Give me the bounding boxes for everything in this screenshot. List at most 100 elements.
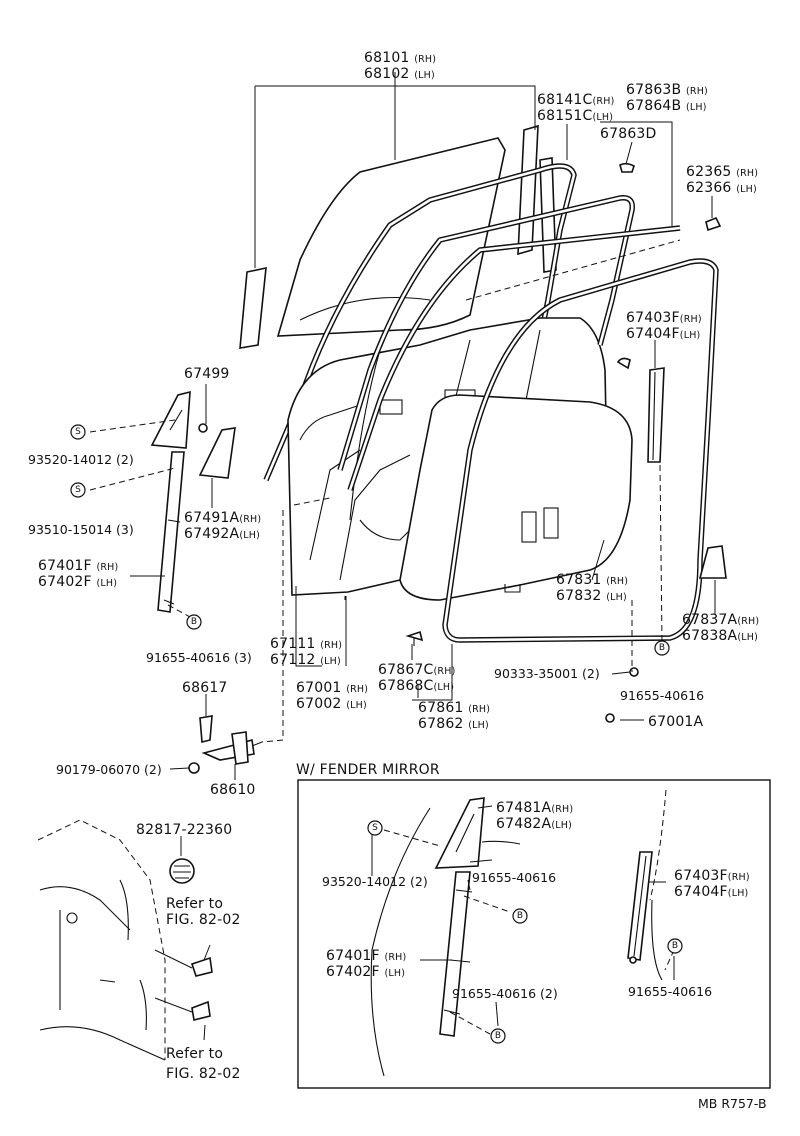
inset-label-67481A: 67481A(RH) 67482A(LH) (496, 800, 573, 832)
svg-text:67837A(RH): 67837A(RH) (682, 612, 759, 628)
inset-marker-b-2: B (490, 1028, 506, 1044)
svg-text:FIG. 82-02: FIG. 82-02 (166, 1066, 241, 1082)
inset-marker-b-3: B (667, 938, 683, 954)
svg-text:S: S (372, 823, 378, 833)
svg-text:67002 (LH): 67002 (LH) (296, 696, 367, 712)
svg-text:62365 (RH): 62365 (RH) (686, 164, 758, 180)
svg-text:67481A(RH): 67481A(RH) (496, 800, 573, 816)
window-cover-strip (647, 367, 665, 463)
belt-moulding (347, 225, 681, 491)
svg-text:67863B (RH): 67863B (RH) (626, 82, 708, 98)
svg-text:Refer to: Refer to (166, 1046, 223, 1062)
refer-note-1: Refer to FIG. 82-02 (166, 896, 241, 928)
fasteners (188, 423, 639, 774)
svg-text:67838A(LH): 67838A(LH) (682, 628, 758, 644)
label-82817: 82817-22360 (136, 822, 232, 838)
svg-text:68102 (LH): 68102 (LH) (364, 66, 435, 82)
inset-label-93520: 93520-14012 (2) (322, 874, 428, 889)
label-67499: 67499 (184, 366, 230, 382)
label-93520: 93520-14012 (2) (28, 452, 134, 467)
body-quarter-sketch (37, 819, 213, 1061)
svg-text:68151C(LH): 68151C(LH) (537, 108, 613, 124)
svg-text:67861 (RH): 67861 (RH) (418, 700, 490, 716)
inset-label-67403F: 67403F(RH) 67404F(LH) (674, 868, 750, 900)
cap-82817 (169, 858, 195, 884)
label-91655-b: 91655-40616 (620, 688, 704, 703)
svg-text:67862 (LH): 67862 (LH) (418, 716, 489, 732)
label-67837A: 67837A(RH) 67838A(LH) (682, 612, 759, 644)
inset-label-91655-c: 91655-40616 (472, 870, 556, 885)
svg-text:Refer to: Refer to (166, 896, 223, 912)
svg-text:67404F(LH): 67404F(LH) (626, 326, 700, 342)
svg-text:67868C(LH): 67868C(LH) (378, 678, 454, 694)
svg-text:68101 (RH): 68101 (RH) (364, 50, 436, 66)
refer-note-2: Refer to FIG. 82-02 (166, 1046, 241, 1082)
label-90179: 90179-06070 (2) (56, 762, 162, 777)
label-67861: 67861 (RH) 67862 (LH) (418, 700, 490, 732)
svg-text:67403F(RH): 67403F(RH) (626, 310, 702, 326)
svg-text:S: S (75, 485, 81, 495)
label-68101: 68101 (RH) 68102 (LH) (364, 50, 436, 82)
label-62365: 62365 (RH) 62366 (LH) (686, 164, 758, 196)
label-68141C: 68141C(RH) 68151C(LH) (537, 92, 614, 124)
svg-text:67401F (RH): 67401F (RH) (326, 948, 406, 964)
svg-text:S: S (75, 427, 81, 437)
label-67831: 67831 (RH) 67832 (LH) (556, 572, 628, 604)
door-frame (337, 195, 635, 471)
svg-text:67867C(RH): 67867C(RH) (378, 662, 455, 678)
label-68610: 68610 (210, 782, 256, 798)
svg-text:62366 (LH): 62366 (LH) (686, 180, 757, 196)
label-67403F: 67403F(RH) 67404F(LH) (626, 310, 702, 342)
label-67863B: 67863B (RH) 67864B (LH) (626, 82, 708, 114)
inset-marker-s: S (367, 820, 383, 836)
inset-title: W/ FENDER MIRROR (296, 762, 440, 778)
marker-b-1: B (186, 614, 202, 630)
label-67401F: 67401F (RH) 67402F (LH) (38, 558, 118, 590)
label-91655-a: 91655-40616 (3) (146, 650, 252, 665)
svg-text:67111 (RH): 67111 (RH) (270, 636, 342, 652)
svg-text:B: B (191, 617, 197, 627)
svg-text:B: B (495, 1031, 501, 1041)
svg-text:67402F (LH): 67402F (LH) (326, 964, 405, 980)
inset-marker-b-1: B (512, 908, 528, 924)
door-opening-weatherstrip (442, 258, 719, 643)
inset-channel (439, 871, 473, 1037)
svg-text:67404F(LH): 67404F(LH) (674, 884, 748, 900)
svg-text:67491A(RH): 67491A(RH) (184, 510, 261, 526)
svg-text:67864B (LH): 67864B (LH) (626, 98, 707, 114)
inset-dashed-lines (383, 829, 675, 1035)
inset-body-outline (370, 789, 667, 1077)
inset-leader-lines (371, 805, 675, 1027)
svg-text:67403F(RH): 67403F(RH) (674, 868, 750, 884)
svg-text:67112 (LH): 67112 (LH) (270, 652, 341, 668)
svg-text:67401F (RH): 67401F (RH) (38, 558, 118, 574)
label-93510: 93510-15014 (3) (28, 522, 134, 537)
marker-b-2: B (654, 640, 670, 656)
inset-mirror-delta (434, 797, 485, 869)
svg-text:67492A(LH): 67492A(LH) (184, 526, 260, 542)
inset-frame (297, 779, 771, 1089)
svg-text:67831 (RH): 67831 (RH) (556, 572, 628, 588)
marker-s-2: S (70, 482, 86, 498)
label-67867C: 67867C(RH) 67868C(LH) (378, 662, 455, 694)
inset-cover-strip (627, 851, 653, 964)
door-glass (276, 137, 506, 337)
door-trim-pieces (239, 162, 727, 579)
svg-text:B: B (672, 941, 678, 951)
label-68617: 68617 (182, 680, 228, 696)
glass-run-channel (517, 124, 557, 273)
inset-label-67401F: 67401F (RH) 67402F (LH) (326, 948, 406, 980)
label-67001: 67001 (RH) 67002 (LH) (296, 680, 368, 712)
svg-text:B: B (659, 643, 665, 653)
svg-text:67482A(LH): 67482A(LH) (496, 816, 572, 832)
main-dashed-lines (89, 239, 681, 743)
main-leader-lines (130, 72, 716, 856)
svg-text:FIG. 82-02: FIG. 82-02 (166, 912, 241, 928)
label-90333: 90333-35001 (2) (494, 666, 600, 681)
inset-label-91655-e: 91655-40616 (628, 984, 712, 999)
door-check (199, 715, 263, 765)
svg-text:B: B (517, 911, 523, 921)
inset-label-91655-d: 91655-40616 (2) (452, 986, 558, 1001)
door-glass-channel (157, 451, 185, 613)
